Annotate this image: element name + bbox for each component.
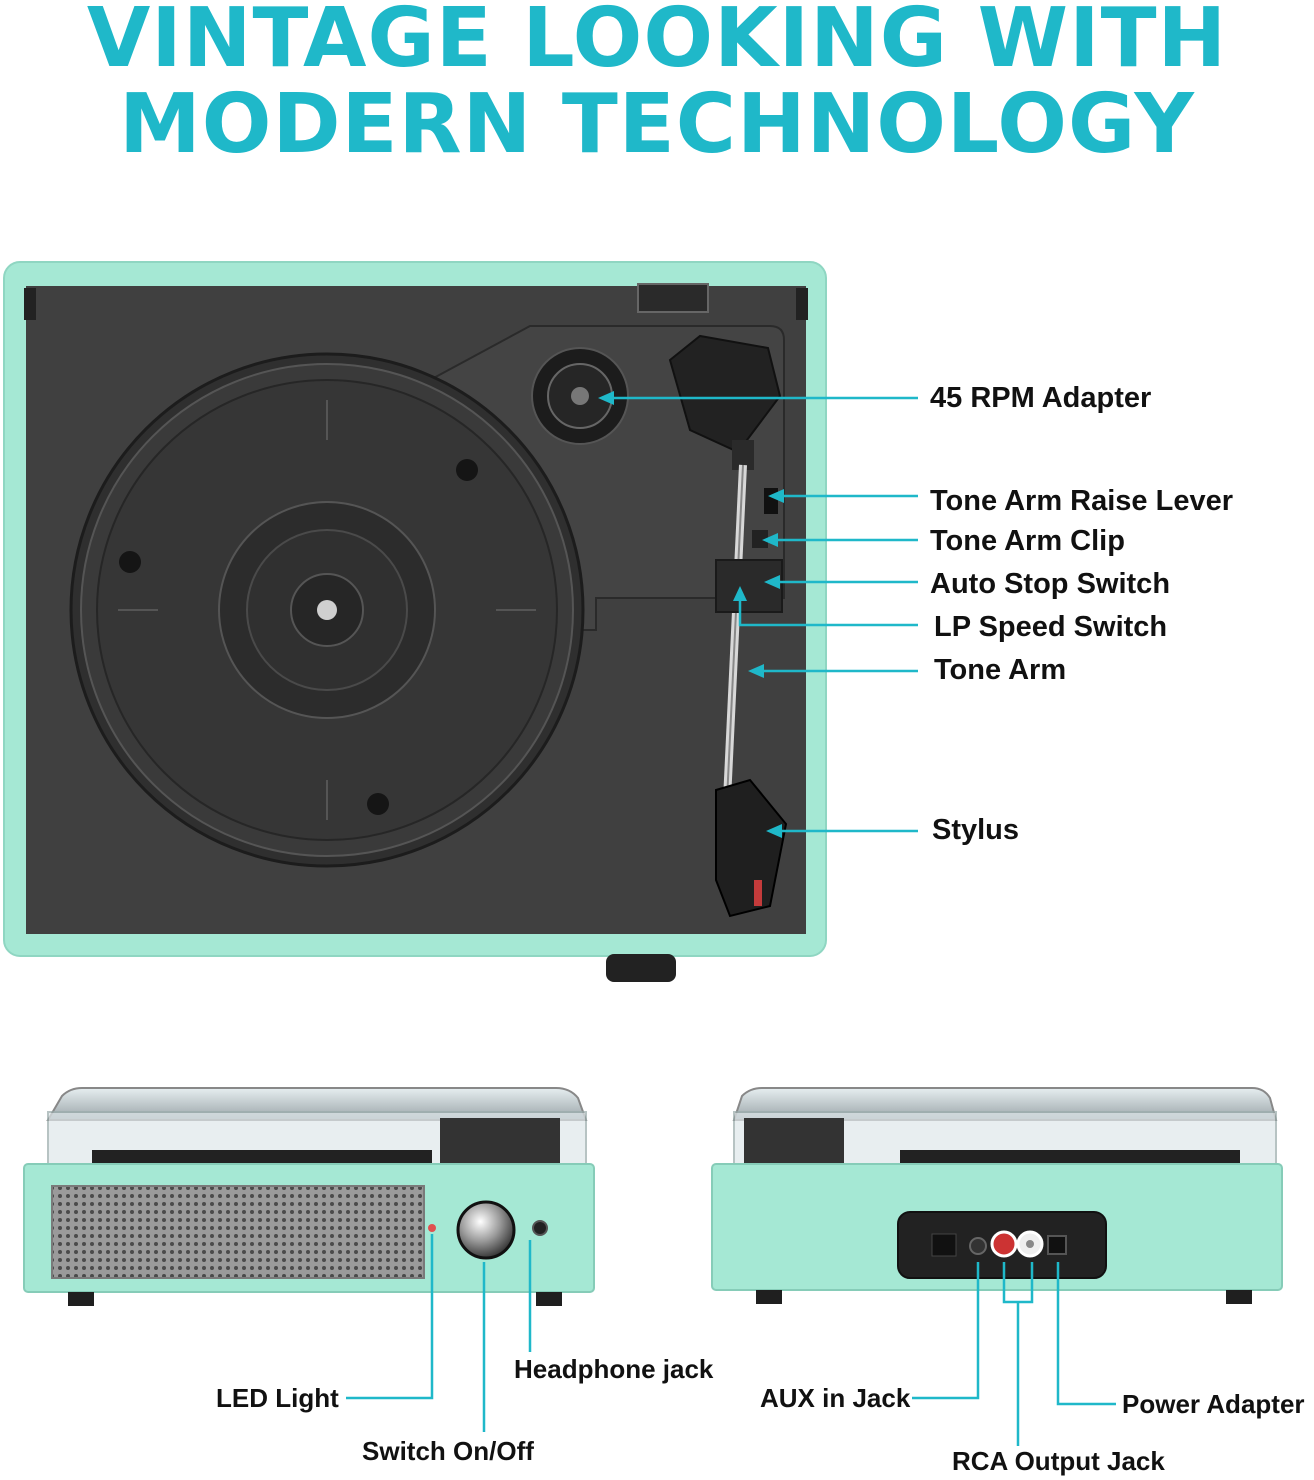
- top-leader-arrows: [598, 391, 784, 838]
- label-stylus: Stylus: [932, 814, 1020, 846]
- front-leader-lines: [346, 1234, 532, 1432]
- top-leader-lines: [604, 396, 918, 833]
- label-lp-speed-switch: LP Speed Switch: [934, 611, 1168, 643]
- label-auto-stop-switch: Auto Stop Switch: [930, 568, 1171, 600]
- label-45-rpm-adapter: 45 RPM Adapter: [930, 382, 1152, 414]
- label-led-light: LED Light: [216, 1383, 339, 1413]
- tone-arm: [668, 334, 788, 918]
- top-view-turntable: [3, 261, 827, 982]
- label-switch-on-off: Switch On/Off: [362, 1436, 534, 1466]
- label-rca-output-jack: RCA Output Jack: [952, 1446, 1165, 1476]
- label-tone-arm-raise-lever: Tone Arm Raise Lever: [930, 485, 1233, 517]
- back-leader-lines: [912, 1262, 1116, 1446]
- label-aux-in-jack: AUX in Jack: [760, 1383, 911, 1413]
- back-view-turntable: [711, 1087, 1283, 1304]
- label-tone-arm-clip: Tone Arm Clip: [930, 525, 1125, 557]
- headline-line-2: MODERN TECHNOLOGY: [119, 77, 1195, 172]
- label-headphone-jack: Headphone jack: [514, 1354, 714, 1384]
- 45-rpm-adapter: [531, 347, 629, 445]
- headline-line-1: VINTAGE LOOKING WITH: [86, 0, 1228, 86]
- front-view-turntable: [23, 1087, 595, 1306]
- label-tone-arm: Tone Arm: [934, 654, 1067, 686]
- label-power-adapter: Power Adapter: [1122, 1389, 1305, 1419]
- platter: [69, 352, 585, 868]
